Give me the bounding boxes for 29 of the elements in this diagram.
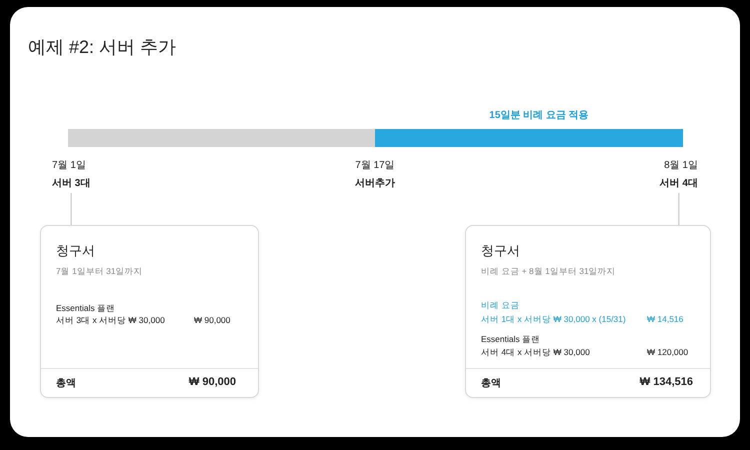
line-item-amount: ₩ 90,000 [194,314,230,326]
server-count-label: 서버 4대 [660,177,698,191]
billing-period: 7월 1일부터 31일까지 [56,266,143,277]
total-label: 총액 [481,376,501,390]
prorated-period-label: 15일분 비례 요금 적용 [489,109,589,123]
date-label: 7월 1일 [52,159,87,173]
diagram-title: 예제 #2: 서버 추가 [28,36,176,58]
prorated-charge-name: 비례 요금 [481,300,520,310]
leader-line [678,192,680,226]
line-item-amount: ₩ 120,000 [647,346,688,358]
total-amount: ₩ 90,000 [188,376,236,389]
total-amount: ₩ 134,516 [640,376,693,389]
line-item-amount: ₩ 14,516 [647,314,684,324]
leader-line [70,192,72,226]
invoice-card [40,225,259,398]
event-label: 서버추가 [355,177,395,191]
invoice-title: 청구서 [56,243,95,259]
total-label: 총액 [56,376,76,390]
server-count-label: 서버 3대 [52,177,90,191]
line-item-detail: 서버 1대 x 서버당 ₩ 30,000 x (15/31) [481,314,626,324]
line-item-name: Essentials 플랜 [481,334,540,344]
line-item-detail: 서버 4대 x 서버당 ₩ 30,000 [481,346,590,358]
invoice-title: 청구서 [481,243,520,259]
line-item-name: Essentials 플랜 [56,302,116,314]
billing-period: 비례 요금 + 8월 1일부터 31일까지 [481,266,616,277]
invoice-card [465,225,711,398]
line-item-detail: 서버 3대 x 서버당 ₩ 30,000 [56,314,165,326]
date-label: 8월 1일 [663,159,698,173]
date-label: 7월 17일 [355,159,395,173]
